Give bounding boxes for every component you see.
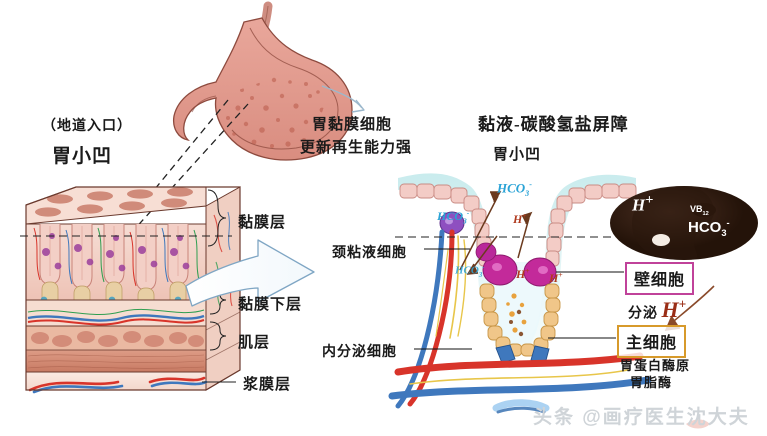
oval-vitamin-b12-label: VB12	[690, 204, 709, 217]
proton-symbol: H+	[661, 297, 687, 323]
transition-arrow	[185, 239, 315, 307]
chief-product-lipase: 胃脂酶	[630, 375, 673, 390]
proton-label-a: H+	[513, 211, 527, 226]
oval-proton-label: H+	[632, 192, 654, 215]
gastric-pit-label-right: 胃小凹	[493, 147, 542, 163]
neck-mucous-cell-label: 颈粘液细胞	[332, 246, 407, 261]
chief-cell-box: 主细胞	[617, 325, 687, 358]
bicarbonate-label-mid: HCO3-	[437, 208, 470, 226]
proton-label-c: H+	[549, 270, 563, 285]
watermark-text: 头条 @画疗医生沈大夫	[533, 407, 750, 428]
parietal-secretion-note: 分泌 H+	[628, 297, 686, 323]
h-hco3-oval-graphic	[610, 186, 758, 260]
layer-label-mucosa: 黏膜层	[238, 215, 287, 231]
bicarbonate-label-low: HCO3-	[455, 264, 485, 279]
label-leader-lines	[414, 248, 472, 350]
parietal-cells	[475, 242, 557, 287]
gastric-pit-diagram	[388, 173, 715, 409]
proton-label-b: H+	[516, 266, 530, 281]
oval-ion-labels: H+ VB12 HCO3-	[610, 186, 758, 260]
barrier-title: 黏液-碳酸氢盐屏障	[478, 115, 629, 134]
mucosa-cell-note-line1: 胃黏膜细胞	[312, 117, 393, 133]
layer-label-submucosa: 黏膜下层	[238, 297, 303, 313]
chief-cells	[479, 283, 561, 357]
endocrine-cells	[495, 344, 550, 365]
secretes-text: 分泌	[628, 306, 658, 322]
layer-label-serosa: 浆膜层	[243, 377, 292, 393]
layer-label-muscularis: 肌层	[238, 335, 271, 351]
gastric-pit-label-left: 胃小凹	[52, 146, 113, 167]
parietal-cell-box: 壁细胞	[625, 262, 695, 295]
oval-bicarbonate-label: HCO3-	[688, 218, 730, 238]
watermark-swoosh	[492, 399, 710, 429]
bicarbonate-label-top: HCO3-	[497, 180, 532, 198]
stomach-to-note-arrow	[321, 85, 365, 113]
mucosa-cell-note-line2: 更新再生能力强	[300, 140, 413, 156]
chief-product-pepsinogen: 胃蛋白酶原	[620, 358, 691, 373]
stomach-illustration	[172, 1, 353, 161]
tunnel-entrance-note: （地道入口）	[42, 119, 132, 134]
ion-flow-arrows	[459, 191, 533, 275]
magnifier-leader-lines	[131, 99, 249, 233]
endocrine-cell-label: 内分泌细胞	[322, 345, 397, 360]
